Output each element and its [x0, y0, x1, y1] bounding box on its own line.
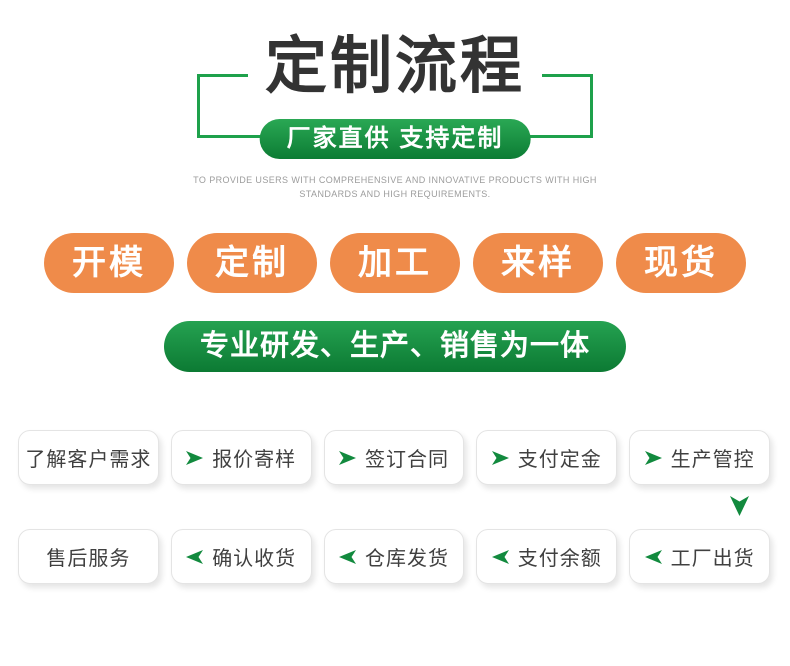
- section-title: 定制流程: [264, 32, 525, 101]
- flow-row-1: 了解客户需求 报价寄样 签订合同 支付定金 生产管控: [18, 430, 770, 485]
- flow-step-label: 确认收货: [212, 548, 297, 570]
- right-arrow-icon: [186, 450, 204, 465]
- flow-step-label: 支付定金: [517, 449, 602, 471]
- flow-step-pay-deposit: 支付定金: [476, 430, 618, 485]
- capability-pill-3: 加工: [330, 233, 460, 293]
- flow-step-label: 售后服务: [46, 548, 131, 570]
- flow-step-confirm-receipt: 确认收货: [170, 529, 312, 584]
- right-arrow-icon: [644, 450, 662, 465]
- left-arrow-icon: [644, 549, 662, 564]
- flow-step-label: 报价寄样: [212, 449, 297, 471]
- capability-pill-5: 现货: [616, 233, 746, 293]
- down-arrow-icon: [730, 496, 749, 516]
- title-frame-right: [517, 74, 593, 138]
- flow-step-label: 工厂出货: [670, 548, 755, 570]
- capability-pill-2: 定制: [187, 233, 317, 293]
- capability-row: 开模 定制 加工 来样 现货: [0, 233, 790, 293]
- flow-step-sign-contract: 签订合同: [323, 430, 465, 485]
- right-arrow-icon: [338, 450, 356, 465]
- tagline-line-2: STANDARDS AND HIGH REQUIREMENTS.: [299, 189, 491, 199]
- flow-step-production-control: 生产管控: [629, 430, 770, 485]
- flow-step-factory-ship: 工厂出货: [629, 529, 770, 584]
- right-arrow-icon: [491, 450, 509, 465]
- capability-pill-1: 开模: [44, 233, 174, 293]
- left-arrow-icon: [186, 549, 204, 564]
- flow-step-label: 签订合同: [364, 449, 449, 471]
- flow-step-label: 仓库发货: [364, 548, 449, 570]
- tagline-line-1: TO PROVIDE USERS WITH COMPREHENSIVE AND …: [193, 175, 597, 185]
- capability-pill-4: 来样: [473, 233, 603, 293]
- flow-connector: [730, 496, 749, 521]
- title-frame-left-top: [197, 74, 248, 77]
- flow-row-2: 售后服务 确认收货 仓库发货 支付余额 工厂出货: [18, 529, 770, 584]
- factory-direct-badge: 厂家直供 支持定制: [259, 119, 531, 159]
- tagline: TO PROVIDE USERS WITH COMPREHENSIVE AND …: [0, 173, 790, 201]
- banner: 专业研发、生产、销售为一体: [163, 321, 627, 372]
- flow-step-pay-balance: 支付余额: [476, 529, 618, 584]
- title-frame-right-top: [542, 74, 593, 77]
- flow-step-quote-sample: 报价寄样: [170, 430, 312, 485]
- flow-step-label: 了解客户需求: [25, 449, 152, 471]
- left-arrow-icon: [491, 549, 509, 564]
- flow-step-after-sales: 售后服务: [18, 529, 159, 584]
- flow-step-label: 支付余额: [517, 548, 602, 570]
- title-frame-left: [197, 74, 273, 138]
- flow-step-understand-needs: 了解客户需求: [18, 430, 159, 485]
- left-arrow-icon: [338, 549, 356, 564]
- flow-step-warehouse-ship: 仓库发货: [323, 529, 465, 584]
- flow-step-label: 生产管控: [670, 449, 755, 471]
